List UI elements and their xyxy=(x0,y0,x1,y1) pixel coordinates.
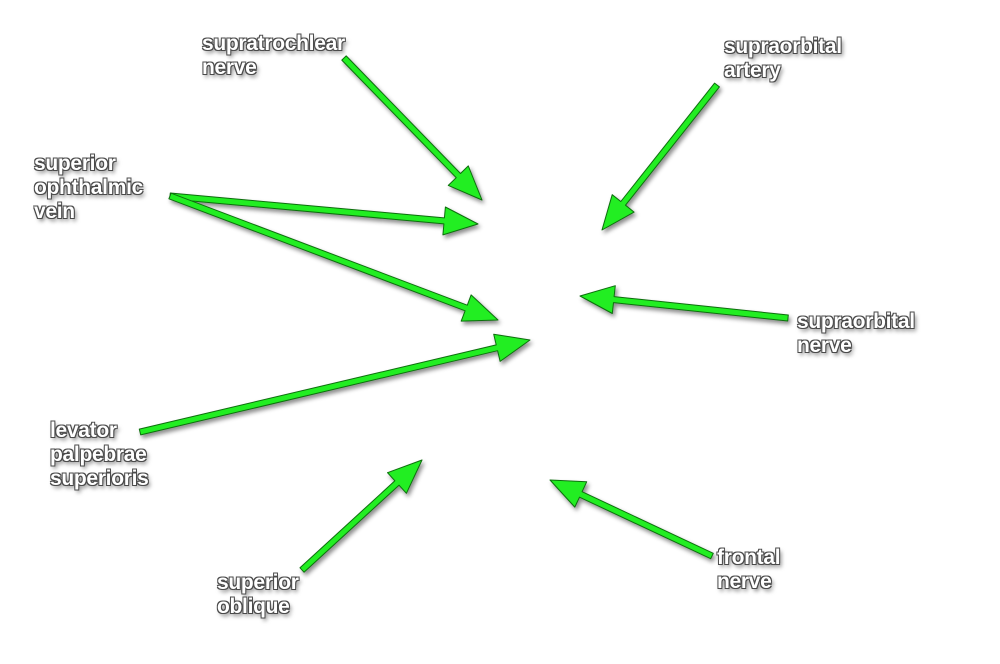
label-supraorbital-nerve: supraorbital nerve xyxy=(797,310,915,358)
arrow-supratrochlear-nerve xyxy=(341,55,483,201)
label-line: nerve xyxy=(202,56,257,79)
arrow-superior-oblique xyxy=(299,459,423,573)
arrow-supraorbital-nerve xyxy=(579,285,789,322)
arrow-supraorbital-artery xyxy=(601,82,720,231)
label-frontal-nerve: frontal nerve xyxy=(717,546,781,594)
label-supratrochlear-nerve: supratrochlear nerve xyxy=(202,32,345,80)
label-line: levator xyxy=(50,419,117,442)
arrow-superior-ophthalmic-vein-lower xyxy=(168,192,499,322)
label-line: supraorbital xyxy=(724,35,842,58)
label-line: vein xyxy=(34,200,75,223)
arrow-levator-palpebrae-superioris xyxy=(138,333,531,436)
label-line: artery xyxy=(724,59,781,82)
label-line: superioris xyxy=(50,467,149,490)
label-line: palpebrae xyxy=(50,443,147,466)
label-supraorbital-artery: supraorbital artery xyxy=(724,35,842,83)
label-line: oblique xyxy=(217,595,290,618)
label-superior-oblique: superior oblique xyxy=(217,571,299,619)
label-line: superior xyxy=(217,571,299,594)
arrow-superior-ophthalmic-vein-upper xyxy=(169,192,479,236)
label-line: supratrochlear xyxy=(202,32,345,55)
label-line: frontal xyxy=(717,546,781,569)
label-line: ophthalmic xyxy=(34,176,144,199)
label-line: superior xyxy=(34,152,116,175)
label-line: nerve xyxy=(797,334,852,357)
label-line: nerve xyxy=(717,570,772,593)
arrow-frontal-nerve xyxy=(549,479,714,560)
label-line: supraorbital xyxy=(797,310,915,333)
label-superior-ophthalmic-vein: superior ophthalmic vein xyxy=(34,152,143,224)
label-levator-palpebrae-superioris: levator palpebrae superioris xyxy=(50,419,149,491)
